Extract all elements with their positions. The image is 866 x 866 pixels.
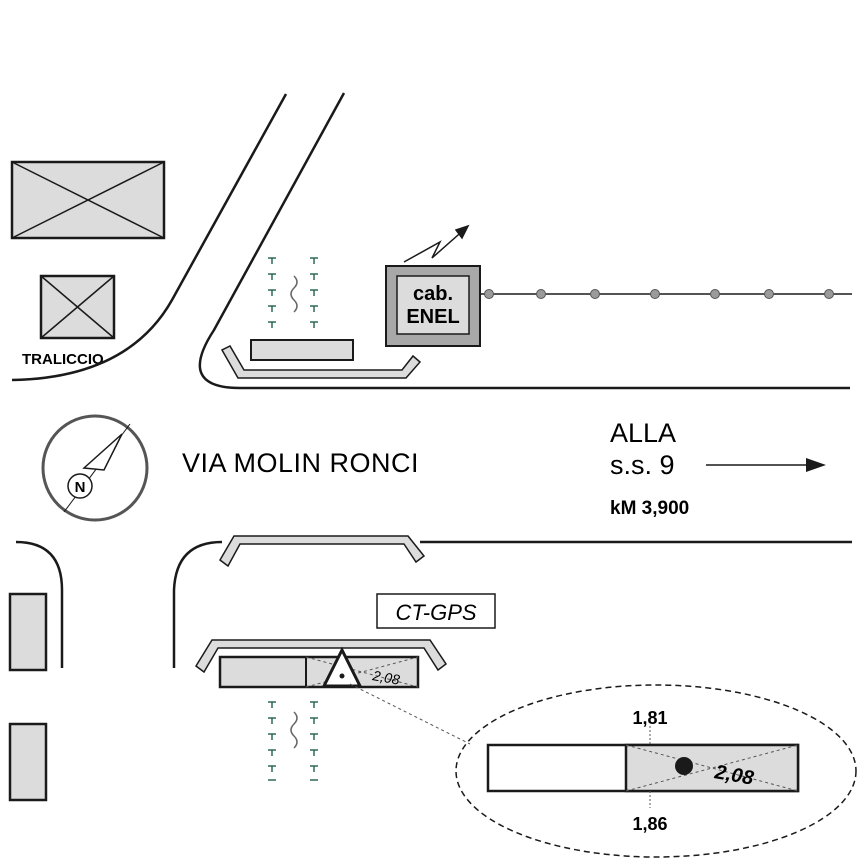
street-name: VIA MOLIN RONCI [182,448,419,478]
pylon-label: TRALICCIO [22,351,104,368]
bottom-offset: 1,86 [632,814,667,834]
building-top-left [10,160,166,240]
power-symbol-icon [403,224,470,263]
enel-cabin [385,265,481,347]
detail-ellipse [455,684,857,858]
power-line [480,289,852,299]
top-offset: 1,81 [632,708,667,728]
station-label: CT-GPS [395,600,476,625]
direction-line2: s.s. 9 [610,450,675,480]
vegetation-south [268,701,318,781]
building-left-2 [8,722,48,802]
road-edges [11,92,852,668]
survey-triangle-icon [321,646,363,688]
bridge-south [219,535,426,568]
detail-slab [486,726,800,808]
north-arrow-icon [41,414,149,522]
km-marker: kM 3,900 [610,498,689,519]
building-left-1 [8,592,48,672]
vegetation-north [268,257,318,328]
detail-leader [349,683,471,745]
cabin-label-line1: cab. [413,283,453,305]
direction-line1: ALLA [610,418,676,448]
cabin-label-line2: ENEL [406,306,459,328]
station-label-box [376,593,496,629]
direction-arrow-icon [706,458,826,472]
north-letter: N [75,479,86,496]
bridge-north [220,339,422,379]
bridge-station [195,639,448,689]
pylon-box [39,274,116,340]
distance-small: 2,08 [370,667,401,688]
